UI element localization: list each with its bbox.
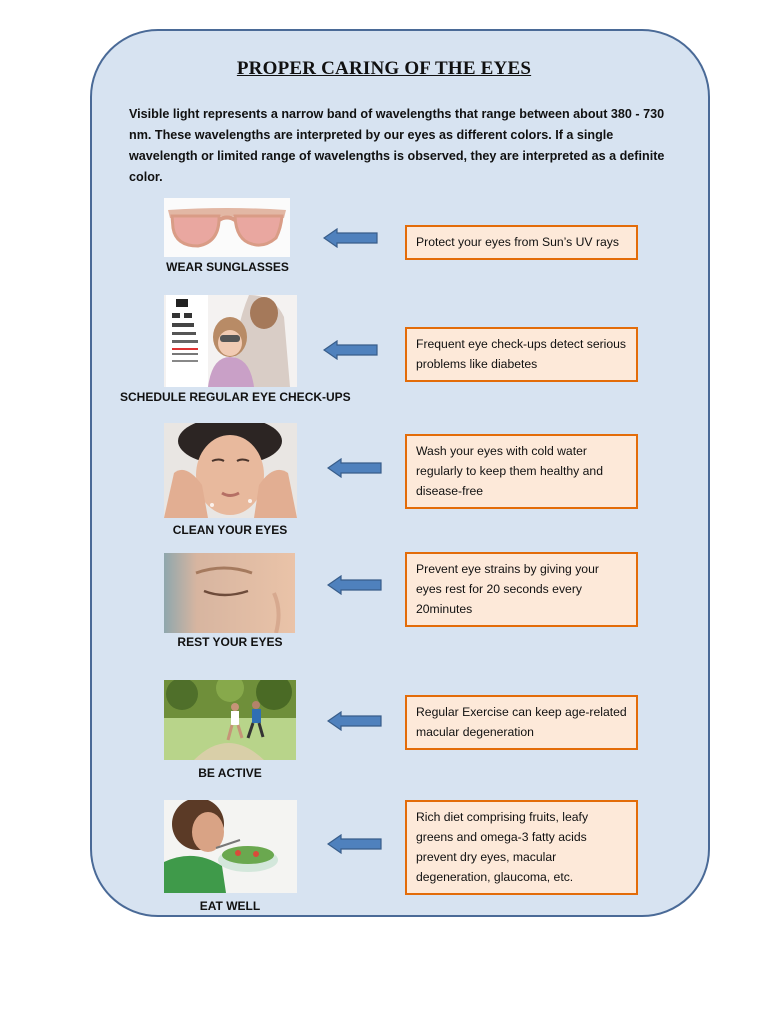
tip-label-sunglasses: WEAR SUNGLASSES [166, 260, 289, 274]
tip-label-clean: CLEAN YOUR EYES [172, 523, 288, 537]
eye-exam-photo [164, 295, 297, 387]
tip-box-rest: Prevent eye strains by giving your eyes … [405, 552, 638, 627]
left-arrow-icon [327, 834, 382, 854]
face-washing-photo [164, 423, 297, 518]
closed-eyes-photo [164, 553, 295, 633]
tip-box-active: Regular Exercise can keep age-related ma… [405, 695, 638, 750]
tip-label-checkups: SCHEDULE REGULAR EYE CHECK-UPS [120, 390, 351, 404]
tip-box-eat: Rich diet comprising fruits, leafy green… [405, 800, 638, 895]
left-arrow-icon [327, 711, 382, 731]
left-arrow-icon [323, 340, 378, 360]
tip-box-checkups: Frequent eye check-ups detect serious pr… [405, 327, 638, 382]
tip-box-clean: Wash your eyes with cold water regularly… [405, 434, 638, 509]
tip-label-eat: EAT WELL [199, 899, 261, 913]
left-arrow-icon [327, 458, 382, 478]
jogging-photo [164, 680, 296, 760]
intro-paragraph: Visible light represents a narrow band o… [129, 107, 665, 184]
left-arrow-icon [327, 575, 382, 595]
salad-photo [164, 800, 297, 893]
left-arrow-icon [323, 228, 378, 248]
sunglasses-photo [164, 198, 290, 257]
tip-box-sunglasses: Protect your eyes from Sun’s UV rays [405, 225, 638, 260]
tip-label-rest: REST YOUR EYES [177, 635, 283, 649]
page-title: PROPER CARING OF THE EYES [236, 58, 532, 79]
tip-label-active: BE ACTIVE [198, 766, 262, 780]
